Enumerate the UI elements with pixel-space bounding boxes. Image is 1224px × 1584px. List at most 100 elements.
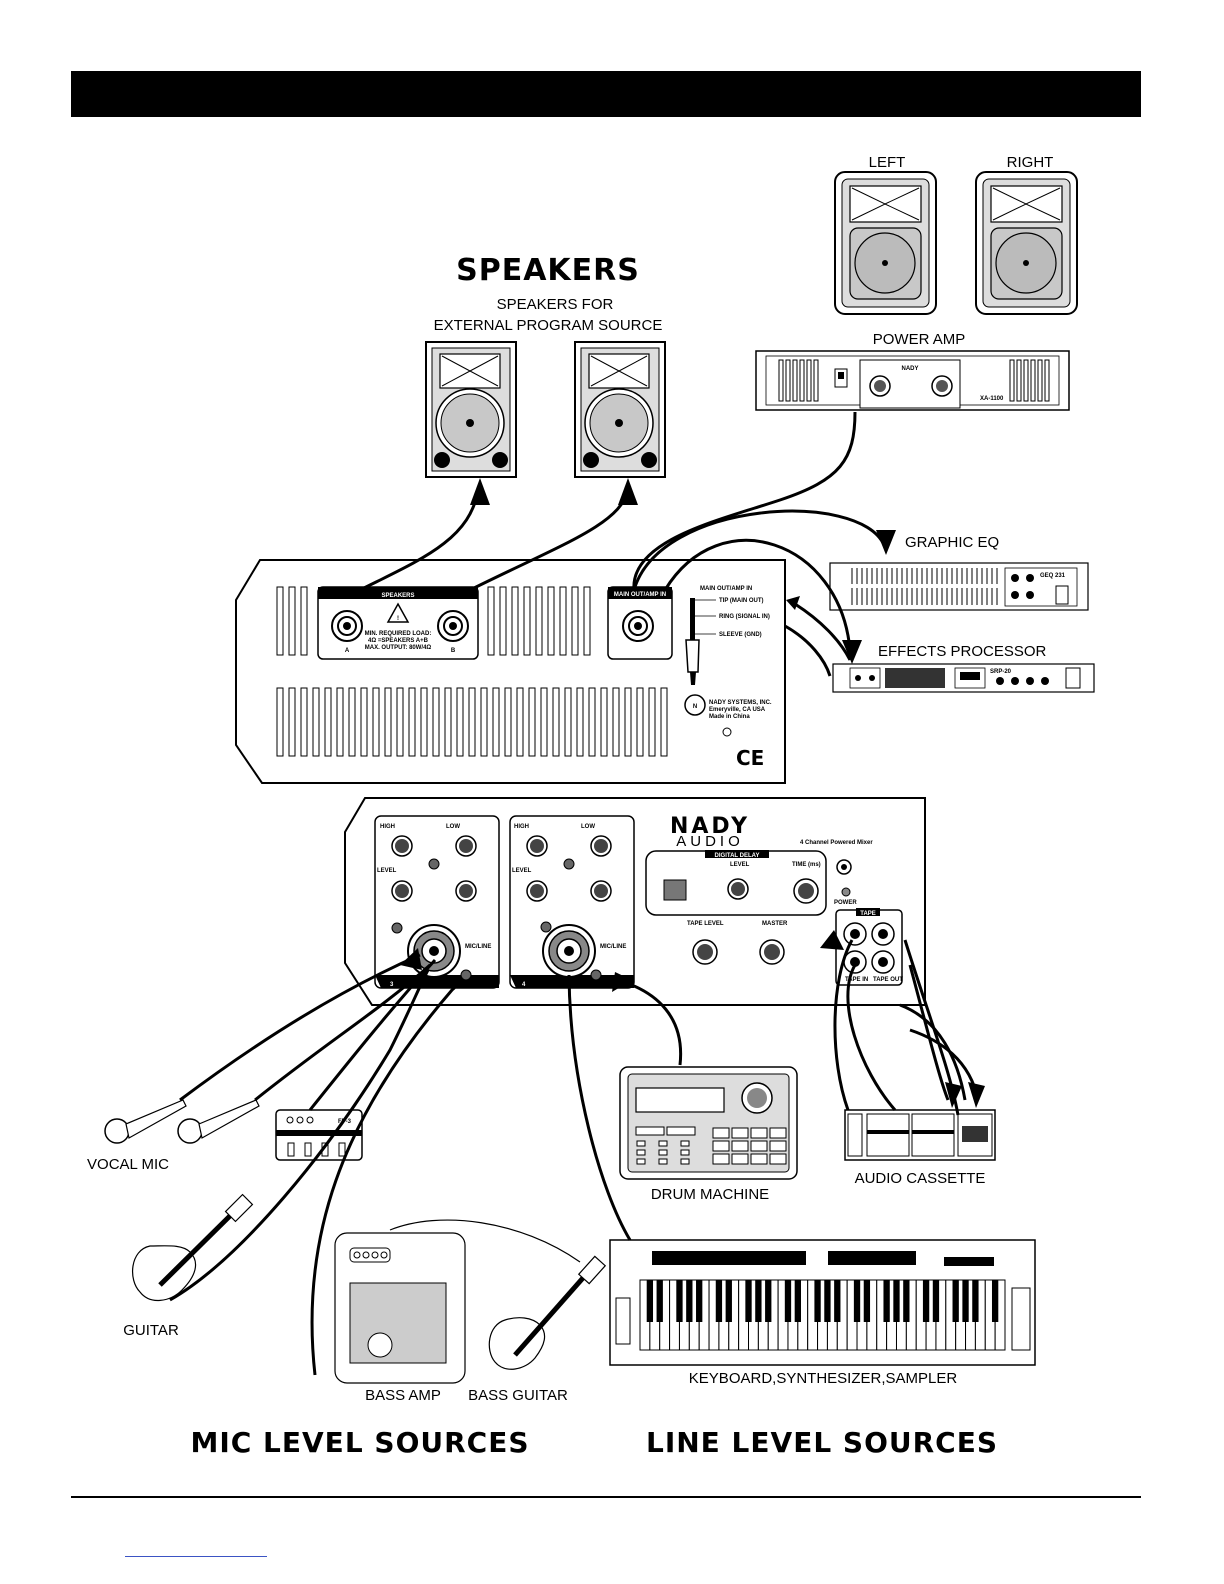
speakers-subtitle-1: SPEAKERS FOR [497, 296, 614, 313]
guitar [132, 1193, 254, 1301]
ch3-level-knob[interactable] [391, 880, 413, 902]
ch3-high-knob[interactable] [391, 835, 413, 857]
footer-link-underline[interactable] [125, 1556, 267, 1557]
tip-label: TIP (MAIN OUT) [719, 598, 764, 604]
black-key [794, 1280, 801, 1322]
ch4-combo-input[interactable] [542, 924, 596, 978]
fx-model: SRP-20 [990, 669, 1012, 675]
speaker-jack-a[interactable] [331, 610, 363, 642]
drum-pad [731, 1127, 749, 1139]
eq-model: GEQ 231 [1040, 573, 1066, 579]
tape-in-right-jack[interactable] [843, 950, 867, 974]
external-speaker-left [425, 341, 517, 478]
vent-slot [648, 687, 656, 757]
black-key [696, 1280, 703, 1322]
external-speaker-right [574, 341, 666, 478]
tape-section [835, 909, 903, 986]
drum-button [635, 1126, 665, 1136]
bass-amp [334, 1232, 466, 1384]
drum-button [666, 1126, 696, 1136]
ch4-effects-knob[interactable] [590, 880, 612, 902]
power-amp: NADY XA-1100 [755, 350, 1070, 411]
black-key [814, 1280, 821, 1322]
black-key [991, 1280, 999, 1322]
black-key [715, 1280, 723, 1322]
vent-slot [444, 687, 452, 757]
drum-pad [750, 1153, 768, 1165]
effects-processor: SRP-20 [832, 663, 1095, 693]
vent-slot [504, 687, 512, 757]
vent-slot [487, 586, 495, 656]
vent-slot [492, 687, 500, 757]
load-text-2: 4Ω =SPEAKERS A+B [368, 638, 429, 644]
guitar-label: GUITAR [123, 1322, 179, 1339]
tape-in-left-jack[interactable] [843, 922, 867, 946]
vent-slot [588, 687, 596, 757]
vent-slot [408, 687, 416, 757]
black-key [962, 1280, 969, 1322]
mixer-brand-bottom: AUDIO [676, 833, 744, 850]
channel-strip-3: 3 HIGH LOW LEVEL MIC/LINE [374, 815, 500, 989]
ch3-high-label: HIGH [380, 824, 395, 830]
vent-slot [576, 687, 584, 757]
drum-pad [769, 1140, 787, 1152]
right-speaker-label: RIGHT [1007, 154, 1054, 171]
drum-pad [731, 1153, 749, 1165]
tape-in-label: TAPE IN [845, 977, 868, 983]
tape-level-knob[interactable] [692, 939, 718, 965]
black-key [745, 1280, 752, 1322]
master-knob[interactable] [759, 939, 785, 965]
black-key [676, 1280, 683, 1322]
channel-strip-4: 4 HIGH LOW LEVEL MIC/LINE [509, 815, 635, 989]
vocal-mic-2 [177, 1099, 260, 1144]
bass-guitar [488, 1255, 607, 1370]
vent-slot [288, 687, 296, 757]
speaker-jack-b[interactable] [437, 610, 469, 642]
keyboard-keys [639, 1279, 1006, 1351]
vent-slot [336, 687, 344, 757]
ch4-level-knob[interactable] [526, 880, 548, 902]
ch3-number: 3 [390, 982, 394, 988]
vent-slot [1009, 359, 1015, 402]
header-bar [71, 71, 1141, 117]
drum-button [658, 1158, 668, 1165]
ch4-high-knob[interactable] [526, 835, 548, 857]
black-key [784, 1280, 792, 1322]
vent-slot [456, 687, 464, 757]
delay-level-label: LEVEL [730, 862, 750, 868]
delay-on-off-button[interactable] [663, 879, 687, 901]
ch3-combo-input[interactable] [407, 924, 461, 978]
warning-icon [386, 602, 410, 623]
vent-slot [468, 687, 476, 757]
drum-button [680, 1140, 690, 1147]
tape-out-left-jack[interactable] [871, 922, 895, 946]
main-speaker-left [834, 171, 937, 315]
black-key [725, 1280, 732, 1322]
main-out-jack[interactable] [622, 610, 654, 642]
arrow-heads [400, 478, 985, 1108]
ch3-effects-knob[interactable] [455, 880, 477, 902]
ch4-low-knob[interactable] [590, 835, 612, 857]
tape-out-right-jack[interactable] [871, 950, 895, 974]
screw-icon [722, 727, 732, 737]
drum-button [680, 1158, 690, 1165]
vent-slot [511, 586, 519, 656]
black-key [646, 1280, 654, 1322]
delay-time-knob[interactable] [793, 878, 819, 904]
rear-vents-top-mid [487, 586, 591, 656]
vent-slot [300, 586, 308, 656]
black-key [883, 1280, 890, 1322]
ch4-high-label: HIGH [514, 824, 529, 830]
graphic-eq: GEQ 231 [829, 562, 1089, 611]
vent-slot [348, 687, 356, 757]
mixer-model: 4 Channel Powered Mixer [800, 840, 873, 846]
vent-slot [384, 687, 392, 757]
ch3-low-knob[interactable] [455, 835, 477, 857]
svg-text:N: N [693, 704, 697, 710]
delay-level-knob[interactable] [727, 878, 749, 900]
vent-slot [523, 586, 531, 656]
audio-cassette-label: AUDIO CASSETTE [855, 1170, 986, 1187]
tape-out-label: TAPE OUT [873, 977, 903, 983]
amp-vents-left [778, 359, 819, 402]
black-key [903, 1280, 910, 1322]
